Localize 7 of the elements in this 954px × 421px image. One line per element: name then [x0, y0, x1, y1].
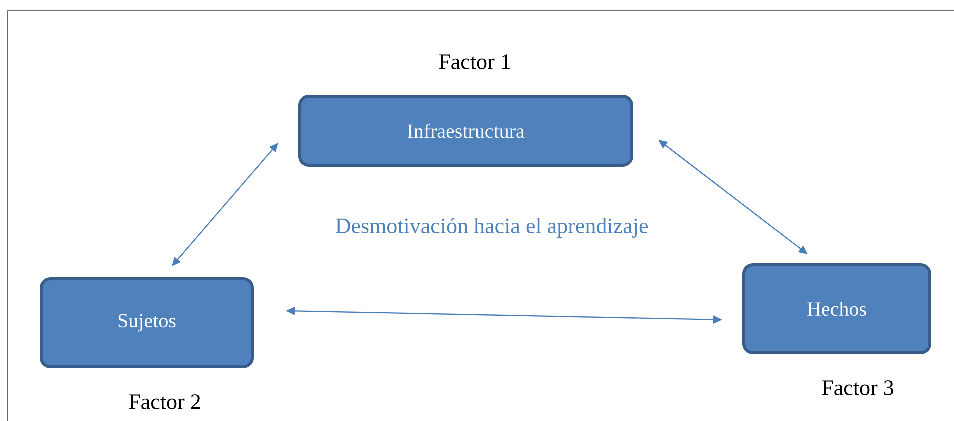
factor-label: Factor 2 — [129, 394, 200, 410]
factor-label: Factor 1 — [439, 54, 510, 70]
center-caption: Desmotivación hacia el aprendizaje — [336, 218, 648, 238]
process-box: Sujetos — [40, 278, 254, 368]
process-box: Infraestructura — [298, 95, 634, 167]
factor-label: Factor 3 — [822, 380, 894, 396]
process-box: Hechos — [742, 264, 932, 354]
